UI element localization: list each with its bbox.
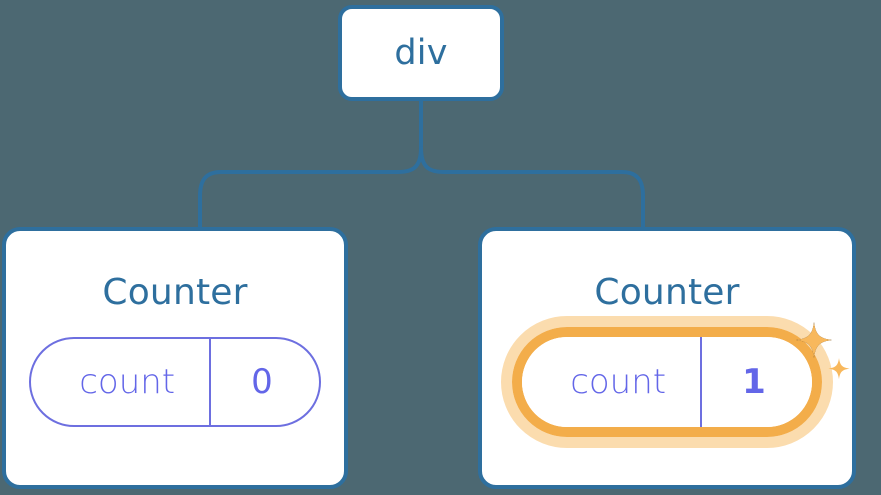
state-pill-right[interactable]: count 1: [501, 316, 833, 448]
state-value-left: 0: [209, 339, 319, 425]
node-div-label: div: [394, 32, 448, 73]
state-key-left: count: [79, 362, 176, 402]
state-pill-right-body: count 1: [522, 337, 812, 427]
node-counter-right[interactable]: Counter count 1: [478, 227, 856, 489]
state-value-right: 1: [700, 337, 812, 427]
state-pill-left[interactable]: count 0: [29, 337, 321, 427]
node-counter-right-label: Counter: [594, 272, 740, 313]
node-div[interactable]: div: [338, 5, 504, 101]
connector-branch-left: [198, 146, 423, 229]
node-counter-left-label: Counter: [102, 272, 248, 313]
state-pill-left-body: count 0: [29, 337, 321, 427]
state-key-right: count: [570, 362, 667, 402]
node-counter-left[interactable]: Counter count 0: [2, 227, 348, 489]
connector-branch-right: [419, 146, 645, 229]
